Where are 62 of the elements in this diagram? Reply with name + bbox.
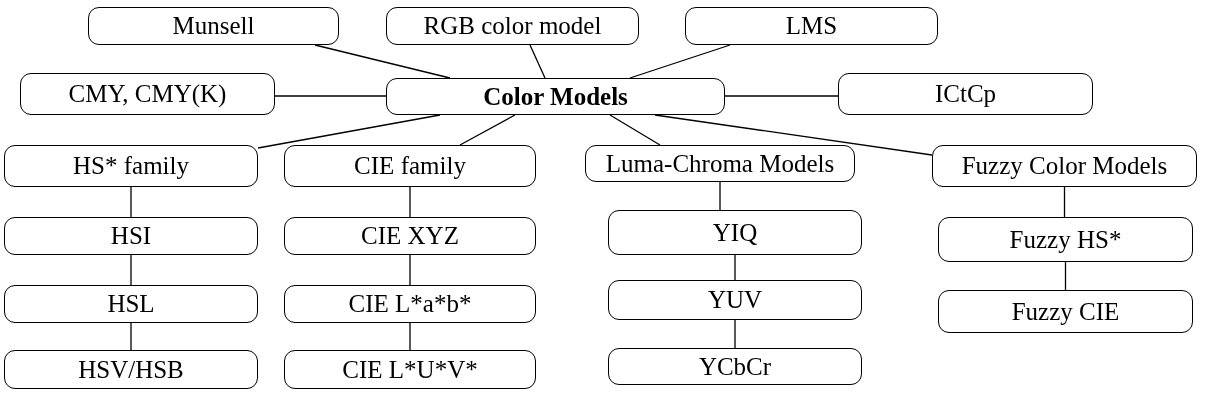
node-label: ICtCp [934, 80, 997, 108]
category-box [284, 145, 536, 187]
node-label: Color Models [483, 82, 628, 111]
category-box [585, 145, 855, 182]
category-box [88, 7, 339, 45]
category-box [284, 285, 536, 323]
node-label: YIQ [712, 218, 758, 247]
connector-line [734, 254, 736, 281]
connector-line [130, 186, 132, 218]
node-label: CIE L*U*V* [342, 355, 478, 384]
node-label: YUV [707, 286, 763, 314]
connector-line [529, 44, 546, 79]
node-label: CMY, CMY(K) [68, 80, 227, 108]
node-label: CIE L*a*b* [348, 290, 472, 318]
node-label: HSI [110, 222, 152, 250]
category-box [284, 350, 536, 389]
connector-line [274, 95, 387, 97]
category-box [685, 7, 938, 45]
category-box [608, 210, 862, 255]
connector-line [130, 322, 132, 351]
category-box [938, 217, 1193, 262]
root-node-box [386, 78, 725, 115]
node-label: HSL [107, 290, 155, 318]
node-label: HS* family [73, 152, 189, 180]
node-label: CIE family [354, 152, 466, 180]
category-box [4, 145, 258, 187]
connector-line [314, 44, 451, 79]
connector-line [719, 181, 721, 211]
category-box [608, 348, 862, 385]
node-label: Fuzzy Color Models [961, 152, 1168, 180]
category-box [284, 217, 536, 255]
connector-line [654, 114, 933, 156]
node-label: Fuzzy CIE [1011, 297, 1120, 326]
category-box [938, 290, 1193, 333]
node-label: CIE XYZ [361, 222, 459, 250]
node-label: Luma-Chroma Models [605, 149, 835, 178]
connector-line [409, 186, 411, 218]
node-label: Munsell [172, 12, 255, 40]
node-label: LMS [785, 12, 838, 40]
node-label: RGB color model [423, 12, 602, 40]
category-box [838, 73, 1093, 115]
category-box [4, 350, 258, 389]
category-box [4, 217, 258, 255]
connector-line [609, 114, 661, 146]
connector-line [1063, 186, 1066, 218]
node-label: Fuzzy HS* [1009, 225, 1122, 254]
connector-line [409, 322, 411, 351]
connector-line [629, 44, 731, 79]
node-label: HSV/HSB [78, 355, 184, 384]
node-label: YCbCr [698, 352, 772, 381]
connector-line [409, 254, 411, 286]
category-box [386, 7, 639, 45]
category-box [932, 145, 1197, 187]
connector-line [1064, 261, 1067, 291]
connector-line [459, 114, 516, 146]
connector-line [734, 319, 736, 349]
connector-line [724, 95, 839, 97]
category-box [608, 280, 862, 320]
category-box [20, 73, 275, 115]
category-box [4, 285, 258, 323]
connector-line [257, 114, 441, 149]
connector-line [130, 254, 132, 286]
